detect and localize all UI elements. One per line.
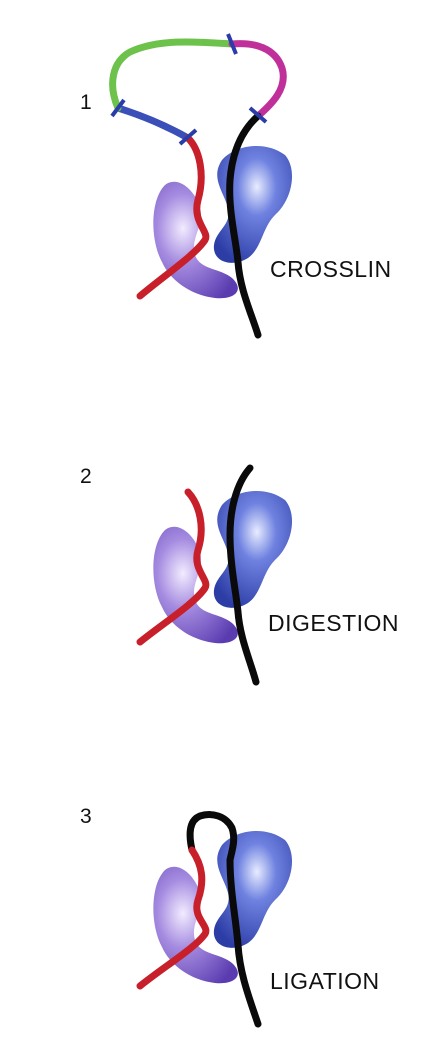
- step-number-1: 1: [80, 92, 92, 113]
- protein-blue: [214, 831, 292, 948]
- step-label-digestion: DIGESTION: [268, 612, 399, 635]
- step-number-2: 2: [80, 466, 92, 487]
- panel-ligation: 3 LIGATION: [0, 700, 423, 1040]
- protein-blue: [214, 146, 292, 263]
- panel-digestion: 2 DIGESTION: [0, 360, 423, 700]
- dna-loop-magenta: [232, 44, 283, 116]
- step-number-3: 3: [80, 806, 92, 827]
- dna-loop-blue: [118, 108, 188, 138]
- dna-loop-green: [113, 42, 232, 108]
- crosslink-illustration: [0, 0, 423, 340]
- panel-crosslinking: 1 CROSSLIN: [0, 0, 423, 340]
- digestion-illustration: [0, 360, 423, 700]
- step-label-ligation: LIGATION: [270, 970, 380, 993]
- protein-blue: [214, 491, 292, 608]
- step-label-crosslinking: CROSSLIN: [270, 258, 392, 281]
